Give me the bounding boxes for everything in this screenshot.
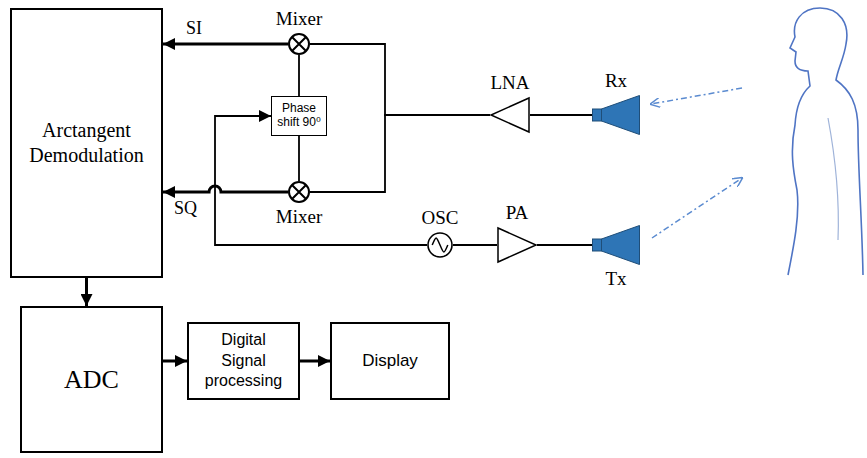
amplifier-triangle xyxy=(491,98,529,132)
person-silhouette xyxy=(788,8,863,275)
signal-connector xyxy=(163,360,187,363)
node-label: PA xyxy=(506,202,529,224)
horn-flare xyxy=(602,226,640,265)
mixer-cross xyxy=(292,185,306,199)
mixer-cross xyxy=(292,37,306,51)
node-label: Arctangent Demodulation xyxy=(12,118,161,168)
node-label: LNA xyxy=(490,72,529,94)
oscillator-symbol: OSC xyxy=(427,232,453,258)
node-label: OSC xyxy=(422,207,459,229)
reflected-wave-arrow xyxy=(651,88,742,104)
mixer-circle xyxy=(289,182,309,202)
signal-connector xyxy=(163,186,288,192)
lna-symbol: LNA xyxy=(490,97,530,133)
dsp-box: Digital Signal processing xyxy=(187,322,300,400)
signal-name: SQ xyxy=(172,198,199,219)
symbol-outline xyxy=(288,181,310,203)
node-label: Mixer xyxy=(276,8,322,30)
signal-connector xyxy=(298,136,300,181)
mixer-symbol: Mixer xyxy=(288,181,310,203)
node-label: Digital Signal processing xyxy=(200,330,288,392)
signal-connector xyxy=(85,278,88,306)
signal-connector xyxy=(298,55,300,96)
horn-flare xyxy=(602,96,640,135)
demodulator-box: Arctangent Demodulation xyxy=(10,8,163,278)
node-label: Display xyxy=(362,351,418,371)
horn-feed xyxy=(593,239,602,251)
node-label: Phase shift 90⁰ xyxy=(272,102,326,130)
signal-connector xyxy=(163,43,288,46)
node-label: Rx xyxy=(605,70,627,92)
oscillator-circle xyxy=(428,233,452,257)
symbol-outline xyxy=(592,95,640,135)
phase-shifter-box: Phase shift 90⁰ xyxy=(271,96,327,136)
signal-connector xyxy=(310,44,490,115)
rx-antenna: Rx xyxy=(592,95,640,135)
adc-box: ADC xyxy=(20,306,163,453)
symbol-outline xyxy=(592,225,640,265)
signal-name: SI xyxy=(184,18,204,39)
pa-symbol: PA xyxy=(497,227,537,263)
symbol-outline xyxy=(497,227,537,263)
symbol-outline xyxy=(490,97,530,133)
node-label: Mixer xyxy=(276,206,322,228)
node-label: ADC xyxy=(64,365,119,395)
node-label: Tx xyxy=(605,268,626,290)
arm-contour xyxy=(828,118,838,240)
signal-connector xyxy=(530,114,592,116)
horn-feed xyxy=(593,109,602,121)
display-box: Display xyxy=(330,322,450,400)
amplifier-triangle xyxy=(498,228,536,262)
signal-connector xyxy=(300,360,330,363)
transmitted-wave-arrow xyxy=(652,178,742,238)
signal-connector xyxy=(453,244,497,246)
tx-antenna: Tx xyxy=(592,225,640,265)
symbol-outline xyxy=(288,33,310,55)
symbol-outline xyxy=(427,232,453,258)
signal-connector xyxy=(537,244,592,246)
mixer-symbol: Mixer xyxy=(288,33,310,55)
signal-connector xyxy=(310,115,490,192)
mixer-circle xyxy=(289,34,309,54)
sine-wave xyxy=(432,238,448,252)
